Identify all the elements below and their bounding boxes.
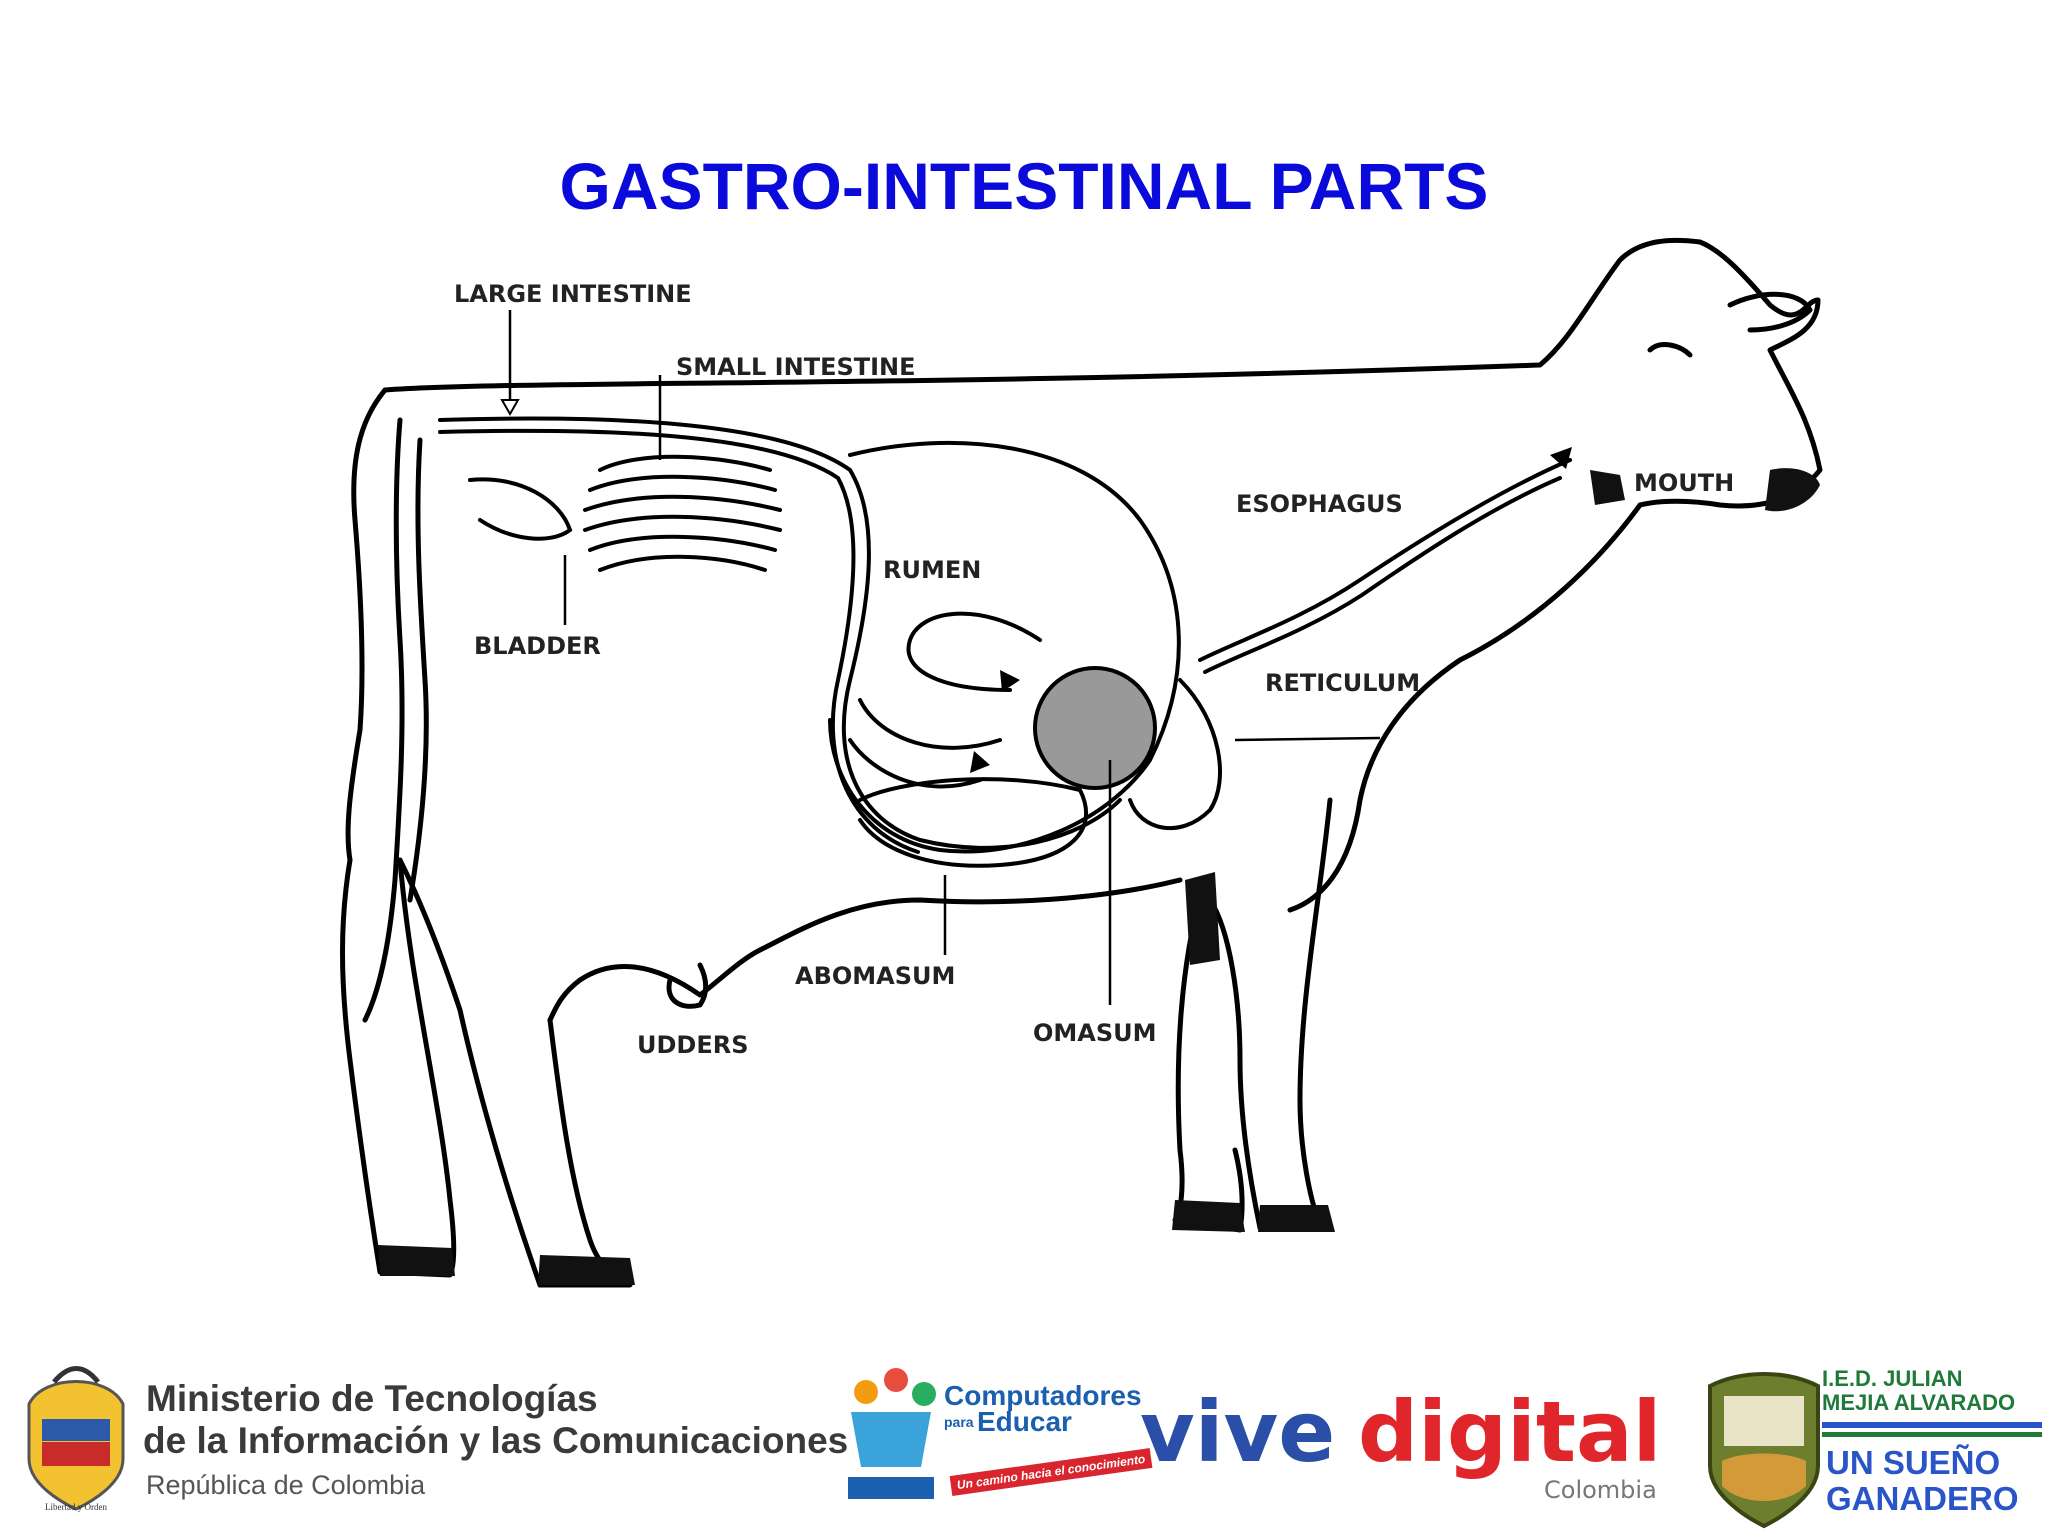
cow-leg-patch [1185,872,1220,965]
cow-rear-hoof [538,1255,635,1285]
cpe-line-1: Computadores [944,1380,1142,1411]
cow-front-leg-inner [1172,877,1245,1233]
rumen-flow-3 [848,738,982,789]
svg-text:Libertad y Orden: Libertad y Orden [45,1502,107,1512]
cpe-tagline: Un camino hacia el conocimiento [949,1448,1153,1496]
ied-divider [1822,1422,2042,1428]
cow-dark-patches [378,468,1820,1285]
rumen-flow-arrow-2 [970,751,990,773]
cow-rear-leg-back [340,857,457,1278]
large-intestine-tube [438,416,1122,850]
digital-text: digital [1358,1383,1662,1481]
esophagus-arrow [1550,447,1572,469]
cow-eye [1647,342,1693,358]
small-intestine-coils [583,454,782,572]
ied-line-3: UN SUEÑO [1826,1444,2001,1481]
cpe-line-2: para [944,1414,974,1430]
label-small-intestine: SMALL INTESTINE [676,353,916,381]
colombia-coat-of-arms-logo: Libertad y Orden [27,1366,125,1512]
footer-logos: Libertad y Orden Ministerio de Tecnologí… [0,1350,2048,1536]
ied-divider-2 [1822,1432,2042,1437]
cow-rear-hoof-2 [378,1245,455,1276]
label-rumen: RUMEN [883,556,982,584]
bladder-outline [468,477,573,541]
cow-rear-leg [397,857,633,1288]
vive-digital-country: Colombia [1544,1476,1657,1504]
ied-line-1: I.E.D. JULIAN [1822,1366,1963,1391]
cow-throat-patch [1590,470,1625,505]
abomasum-outline [858,777,1088,868]
label-udders: UDDERS [637,1031,749,1059]
vive-text: vive [1140,1383,1336,1481]
cow-rump-outline [345,387,388,863]
ied-line-4: GANADERO [1826,1480,2019,1517]
leader-large-intestine-arrow [500,399,520,417]
cow-muzzle [1765,468,1820,512]
label-abomasum: ABOMASUM [795,962,956,990]
esophagus-tube-2 [1203,476,1562,674]
rumen-flow-1 [906,611,1042,692]
cow-tail-inner [407,437,429,903]
cow-neck-outline [1287,502,1643,913]
mintic-line-2: de la Información y las Comunicaciones [143,1420,849,1461]
label-mouth: MOUTH [1634,469,1735,497]
cow-front-leg [1207,797,1333,1231]
cow-udders [666,962,709,1009]
label-bladder: BLADDER [474,632,601,660]
cpe-line-3: Educar [977,1406,1072,1437]
slide-title: GASTRO-INTESTINAL PARTS [559,149,1489,223]
ied-line-2: MEJIA ALVARADO [1822,1390,2016,1415]
mintic-line-3: República de Colombia [146,1470,426,1500]
cow-front-hoof [1258,1205,1335,1232]
cow-ear [1727,291,1813,333]
computadores-para-educar-logo [848,1368,936,1499]
label-large-intestine: LARGE INTESTINE [454,280,692,308]
rumen-outline [828,440,1181,854]
ied-shield-logo [1708,1372,1820,1529]
label-reticulum: RETICULUM [1265,669,1421,697]
rumen-flow-2 [858,698,1002,750]
leader-reticulum [1234,736,1381,742]
rumen-flow-arrow-1 [1000,670,1020,692]
omasum-ball [1033,666,1157,790]
label-esophagus: ESOPHAGUS [1236,490,1403,518]
esophagus-tube [1198,458,1572,662]
mintic-line-1: Ministerio de Tecnologías [146,1378,598,1419]
cow-belly-outline [547,877,1183,1023]
reticulum-outline [1128,678,1222,830]
label-omasum: OMASUM [1033,1019,1157,1047]
cow-front-hoof-2 [1172,1200,1245,1232]
cow-tail [362,417,405,1023]
